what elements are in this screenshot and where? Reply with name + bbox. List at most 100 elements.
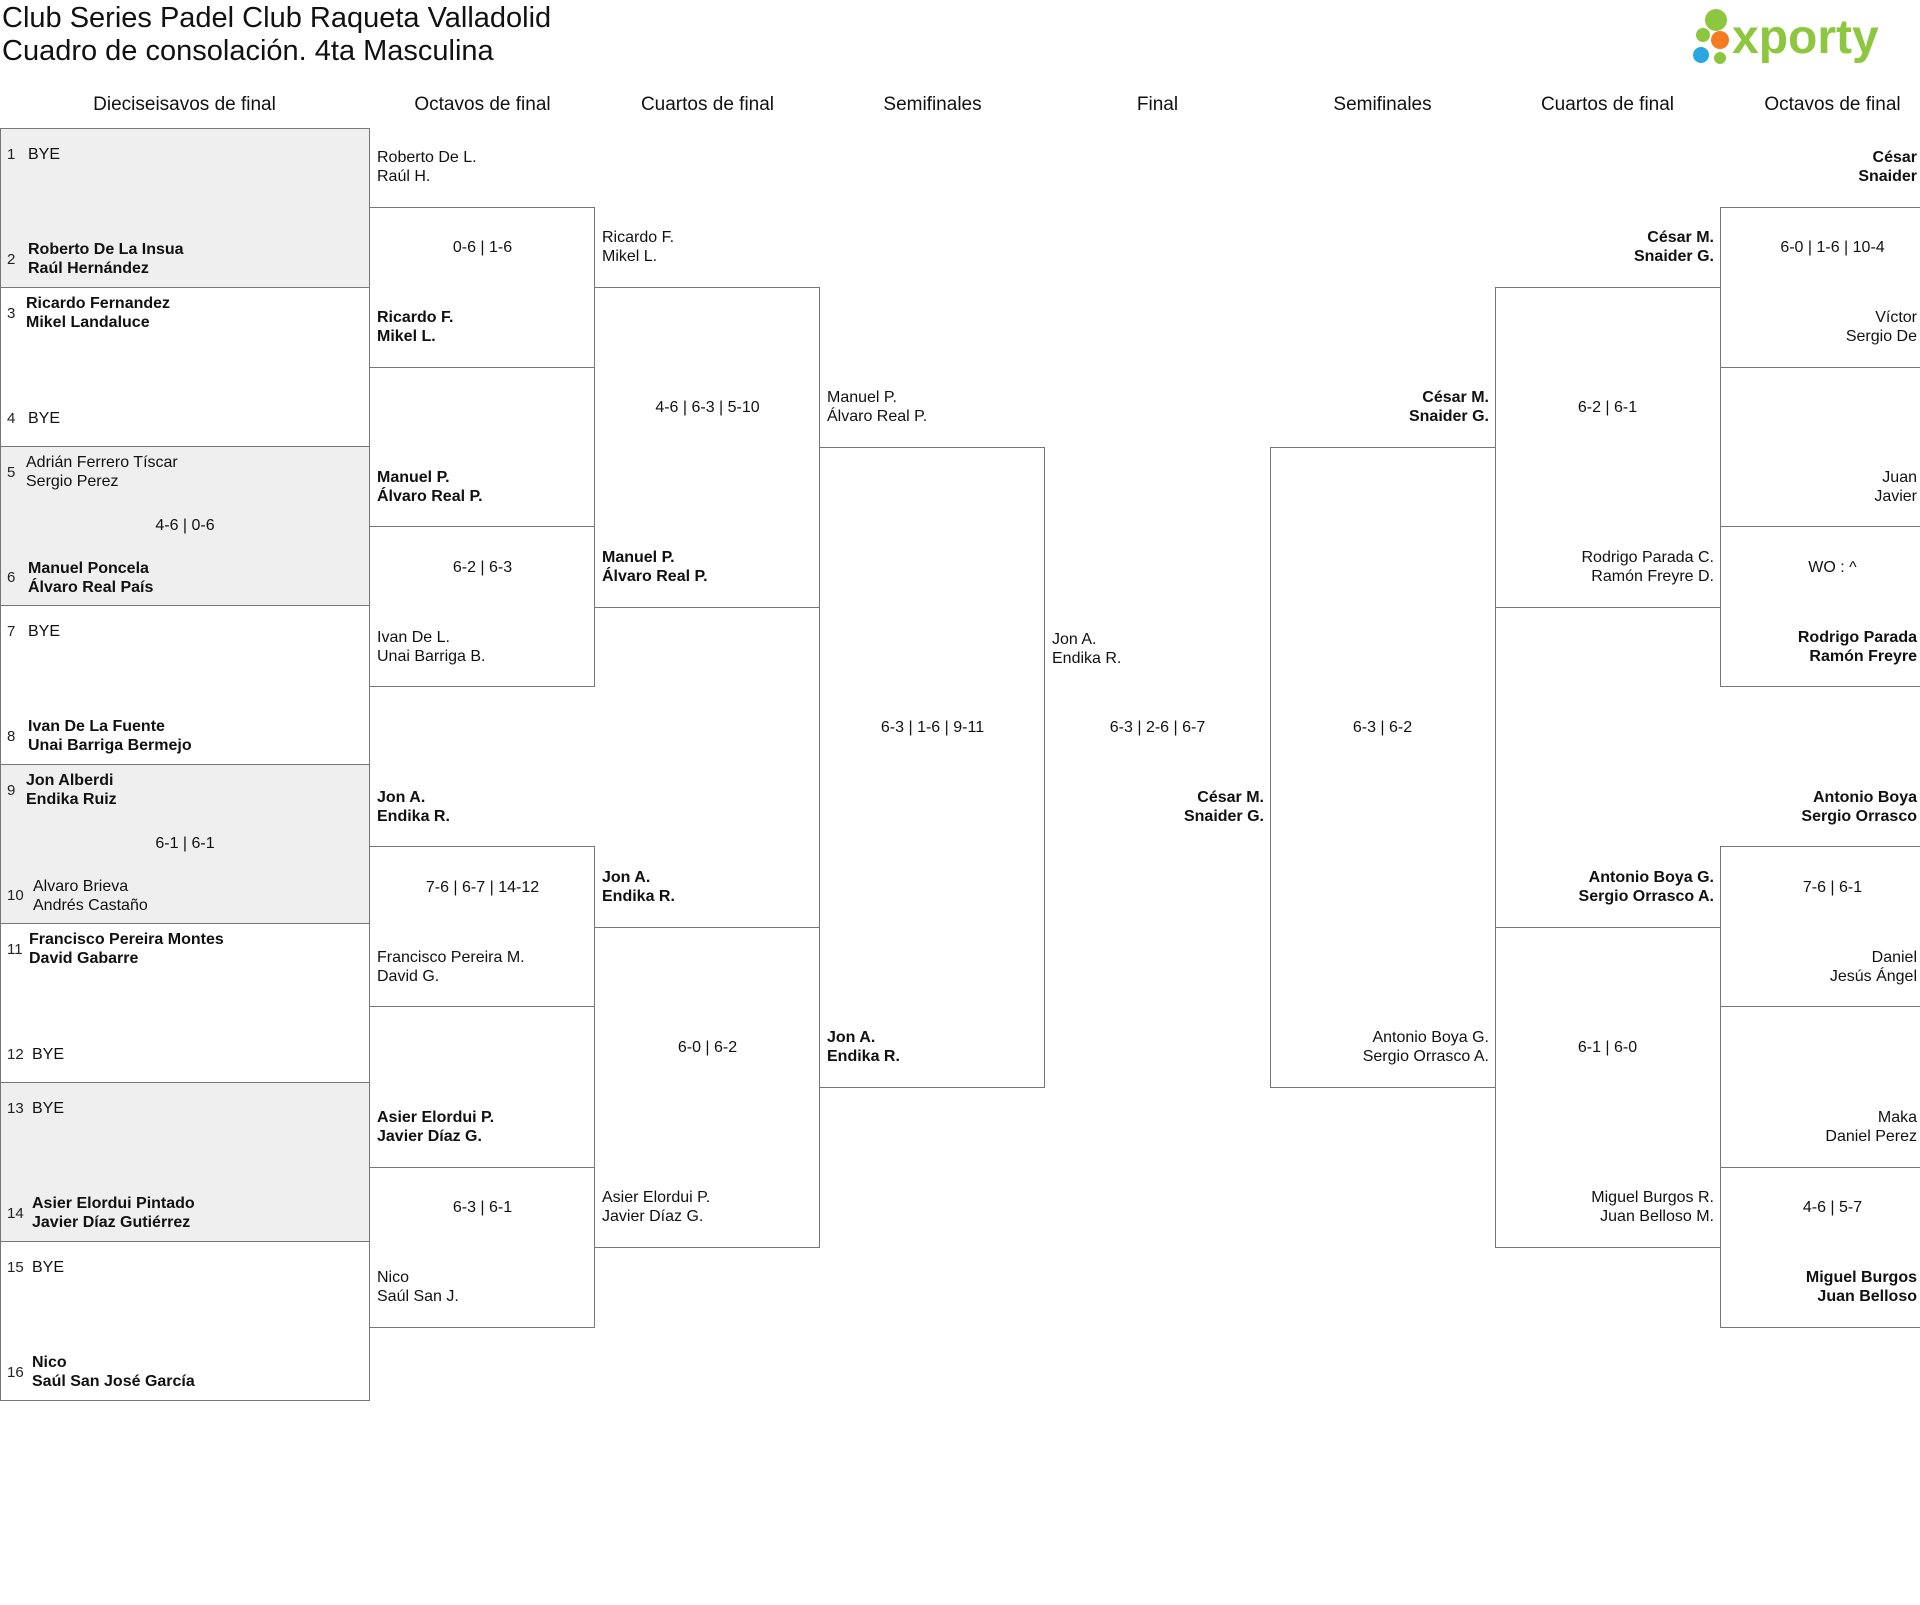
team-player: Antonio Boya G. — [1588, 869, 1714, 886]
team-player: Snaider G. — [1408, 408, 1489, 425]
team-player: Endika R. — [827, 1048, 900, 1065]
team-player: Ivan De L. — [377, 629, 450, 646]
team-player: BYE — [32, 1100, 65, 1117]
left-sf-match-box — [819, 447, 1045, 1088]
team-player: Mikel L. — [602, 248, 658, 265]
right-r16-match-box — [1720, 846, 1920, 1007]
match-score: 4-6 | 6-3 | 5-10 — [655, 399, 760, 416]
team-player: Endika R. — [602, 888, 675, 905]
team-player: David Gabarre — [29, 950, 139, 967]
team-player: Antonio Boya G. — [1372, 1029, 1489, 1046]
left-r16-match-box — [369, 846, 595, 1007]
team-player: Mikel Landaluce — [26, 314, 150, 331]
match-score: WO : ^ — [1808, 559, 1857, 576]
seed-number: 5 — [7, 464, 16, 481]
team-player: Jon Alberdi — [26, 772, 114, 789]
team-player: Manuel P. — [377, 469, 450, 486]
team-player: Snaider — [1858, 168, 1917, 185]
team-player: Francisco Pereira M. — [377, 949, 525, 966]
right-r16-match-box — [1720, 207, 1920, 368]
round-header-r32: Dieciseisavos de final — [93, 94, 276, 115]
team-player: Manuel P. — [602, 549, 675, 566]
team-player: Ramón Freyre D. — [1591, 568, 1714, 585]
team-player: Maka — [1877, 1109, 1917, 1126]
team-player: Álvaro Real P. — [602, 568, 708, 585]
match-score: 6-3 | 6-2 — [1352, 719, 1413, 736]
right-sf-match-box — [1270, 447, 1496, 1088]
final-team-top: Endika R. — [1052, 650, 1122, 667]
team-player: Sergio De — [1845, 328, 1917, 345]
team-player: Nico — [32, 1354, 67, 1371]
team-player: Endika Ruiz — [26, 791, 117, 808]
round-header-right-sf: Semifinales — [1333, 94, 1432, 115]
team-player: Saúl San José García — [32, 1373, 195, 1390]
match-score: 6-3 | 1-6 | 9-11 — [880, 719, 985, 736]
team-player: Sergio Orrasco — [1801, 808, 1917, 825]
team-player: Ricardo F. — [602, 229, 675, 246]
round-header-left-sf: Semifinales — [883, 94, 982, 115]
r32-match-box — [0, 446, 370, 606]
team-player: Unai Barriga B. — [377, 648, 486, 665]
team-player: Daniel — [1871, 949, 1917, 966]
team-player: BYE — [28, 623, 61, 640]
team-player: Miguel Burgos R. — [1591, 1189, 1714, 1206]
tournament-title: Club Series Padel Club Raqueta Valladoli… — [2, 2, 552, 34]
right-qf-match-box — [1495, 287, 1721, 608]
final-score: 6-3 | 2-6 | 6-7 — [1109, 719, 1206, 736]
round-header-left-qf: Cuartos de final — [640, 94, 775, 115]
team-player: Juan Belloso — [1817, 1288, 1917, 1305]
team-player: Alvaro Brieva — [33, 878, 129, 895]
team-player: Snaider G. — [1633, 248, 1714, 265]
round-header-right-r16: Octavos de final — [1764, 94, 1901, 115]
team-player: BYE — [28, 410, 61, 427]
seed-number: 7 — [7, 623, 16, 640]
r32-match-box — [0, 1082, 370, 1242]
team-player: Andrés Castaño — [33, 897, 148, 914]
logo-wordmark: xporty — [1732, 11, 1879, 64]
team-player: BYE — [32, 1046, 65, 1063]
final-team-top: Jon A. — [1052, 631, 1097, 648]
team-player: David G. — [377, 968, 440, 985]
seed-number: 8 — [7, 728, 16, 745]
team-player: Jon A. — [602, 869, 651, 886]
seed-number: 15 — [7, 1259, 24, 1276]
seed-number: 6 — [7, 569, 16, 586]
team-player: Sergio Perez — [26, 473, 119, 490]
team-player: Roberto De L. — [377, 149, 477, 166]
team-player: Rodrigo Parada C. — [1581, 549, 1714, 566]
team-player: Francisco Pereira Montes — [29, 931, 224, 948]
team-player: Álvaro Real País — [28, 579, 154, 596]
team-player: Javier Díaz Gutiérrez — [32, 1214, 191, 1231]
team-player: Endika R. — [377, 808, 450, 825]
r32-match-box — [0, 764, 370, 924]
seed-number: 16 — [7, 1364, 24, 1381]
right-r16-match-box — [1720, 1167, 1920, 1328]
team-player: Raúl H. — [377, 168, 431, 185]
seed-number: 10 — [7, 887, 24, 904]
team-player: Unai Barriga Bermejo — [28, 737, 192, 754]
team-player: Raúl Hernández — [28, 260, 149, 277]
team-player: Daniel Perez — [1825, 1128, 1917, 1145]
match-score: 6-0 | 1-6 | 10-4 — [1780, 239, 1885, 256]
round-header-right-qf: Cuartos de final — [1540, 94, 1675, 115]
team-player: César — [1872, 149, 1917, 166]
r32-match-box — [0, 128, 370, 288]
match-score: 6-2 | 6-1 — [1577, 399, 1638, 416]
final-team-bottom: Snaider G. — [1183, 808, 1264, 825]
team-player: Asier Elordui Pintado — [32, 1195, 195, 1212]
team-player: Manuel P. — [827, 389, 897, 406]
seed-number: 11 — [7, 941, 23, 958]
seed-number: 4 — [7, 410, 16, 427]
match-score: 6-1 | 6-0 — [1577, 1039, 1638, 1056]
team-player: Javier Díaz G. — [602, 1208, 704, 1225]
team-player: Víctor — [1875, 309, 1917, 326]
match-score: 7-6 | 6-7 | 14-12 — [425, 879, 540, 896]
team-player: Juan Belloso M. — [1600, 1208, 1714, 1225]
match-score: 6-3 | 6-1 — [452, 1199, 513, 1216]
xporty-logo: xporty — [1693, 9, 1879, 64]
match-score: 6-2 | 6-3 — [452, 559, 513, 576]
right-r16-match-box — [1720, 526, 1920, 687]
match-score: 4-6 | 5-7 — [1802, 1199, 1863, 1216]
seed-number: 13 — [7, 1100, 24, 1117]
team-player: Miguel Burgos — [1805, 1269, 1917, 1286]
